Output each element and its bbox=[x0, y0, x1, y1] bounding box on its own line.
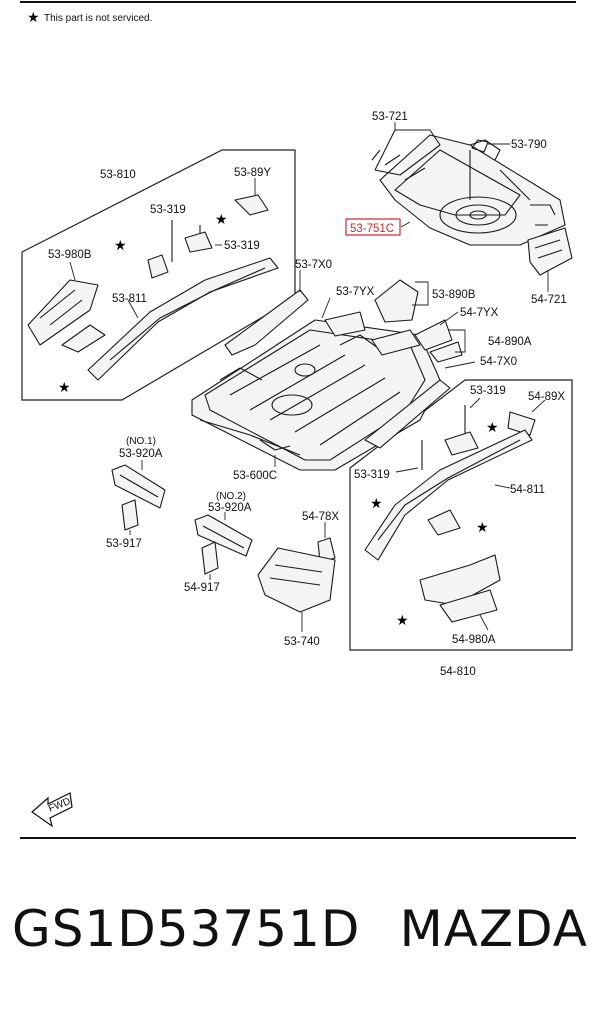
part-53-917-drawing bbox=[121, 499, 139, 531]
fwd-arrow-icon: FWD bbox=[31, 792, 73, 828]
part-53-319-bracket-drawing bbox=[184, 231, 213, 253]
part-54-78x-drawing bbox=[317, 537, 336, 563]
label-53-810: 53-810 bbox=[100, 169, 136, 181]
label-no1: (NO.1) bbox=[126, 436, 156, 447]
part-53-980b-drawing bbox=[27, 279, 99, 346]
label-53-89y: 53-89Y bbox=[234, 167, 271, 179]
part-54-890a-drawing bbox=[414, 319, 463, 363]
part-53-740-drawing bbox=[257, 547, 336, 613]
part-53-811-drawing bbox=[87, 257, 279, 381]
part-54-89x-drawing bbox=[507, 411, 536, 436]
part-53-319-right-bracket-drawing bbox=[444, 431, 479, 456]
part-53-790-drawing bbox=[471, 139, 489, 153]
label-54-89x: 54-89X bbox=[528, 391, 565, 403]
part-54-811-drawing bbox=[364, 429, 533, 561]
label-54-7yx: 54-7YX bbox=[460, 307, 499, 319]
part-54-721-drawing bbox=[527, 227, 573, 276]
label-54-917: 54-917 bbox=[184, 582, 220, 594]
label-54-810: 54-810 bbox=[440, 666, 476, 678]
not-serviced-star: ★ bbox=[27, 10, 40, 26]
label-53-790: 53-790 bbox=[511, 139, 547, 151]
label-53-980b: 53-980B bbox=[48, 249, 92, 261]
part-53-89y-drawing bbox=[234, 194, 269, 216]
label-53-917: 53-917 bbox=[106, 538, 142, 550]
label-53-721: 53-721 bbox=[372, 111, 408, 123]
label-53-920a-no2: 53-920A bbox=[208, 502, 252, 514]
part-54-7x0-drawing bbox=[364, 379, 451, 449]
part-53-920a-no1-drawing bbox=[111, 464, 166, 509]
part-53-7yx-drawing bbox=[324, 311, 366, 337]
svg-text:★: ★ bbox=[396, 613, 409, 629]
svg-text:★: ★ bbox=[486, 420, 499, 436]
label-53-811: 53-811 bbox=[112, 293, 147, 305]
part-54-980a-drawing bbox=[419, 554, 501, 606]
label-53-920a-no1: 53-920A bbox=[119, 448, 163, 460]
label-54-721: 54-721 bbox=[531, 294, 567, 306]
svg-text:★: ★ bbox=[58, 380, 71, 396]
label-53-600c: 53-600C bbox=[233, 470, 277, 482]
footer: GS1D53751D MAZDA bbox=[10, 900, 590, 958]
part-54-917-drawing bbox=[201, 541, 219, 575]
label-no2: (NO.2) bbox=[216, 491, 246, 502]
part-53-890b-drawing bbox=[371, 279, 421, 356]
svg-text:★: ★ bbox=[370, 496, 383, 512]
not-serviced-note: This part is not serviced. bbox=[44, 13, 152, 24]
highlight-box-53-751c bbox=[345, 218, 401, 236]
label-53-319-b: 53-319 bbox=[224, 240, 260, 252]
label-53-740: 53-740 bbox=[284, 636, 320, 648]
group-box-54-810 bbox=[349, 379, 573, 651]
label-54-811: 54-811 bbox=[510, 484, 545, 496]
label-53-890b: 53-890B bbox=[432, 289, 476, 301]
label-53-751c: 53-751C bbox=[350, 223, 394, 235]
svg-text:★: ★ bbox=[114, 238, 127, 254]
label-54-78x: 54-78X bbox=[302, 511, 339, 523]
part-53-920a-no2-drawing bbox=[194, 514, 253, 557]
rear-floor-pan-drawing bbox=[371, 129, 566, 246]
part-53-7x0-drawing bbox=[224, 289, 309, 356]
label-53-319-a: 53-319 bbox=[150, 204, 186, 216]
label-54-980a: 54-980A bbox=[452, 634, 496, 646]
label-54-890a: 54-890A bbox=[488, 336, 532, 348]
svg-text:★: ★ bbox=[476, 520, 489, 536]
svg-text:★: ★ bbox=[215, 212, 228, 228]
part-number: GS1D53751D bbox=[12, 900, 361, 958]
label-53-319-d: 53-319 bbox=[354, 469, 390, 481]
label-53-7yx: 53-7YX bbox=[336, 286, 375, 298]
brand-name: MAZDA bbox=[399, 900, 588, 958]
label-53-7x0: 53-7X0 bbox=[295, 259, 332, 271]
label-53-319-c: 53-319 bbox=[470, 385, 506, 397]
label-54-7x0: 54-7X0 bbox=[480, 356, 517, 368]
